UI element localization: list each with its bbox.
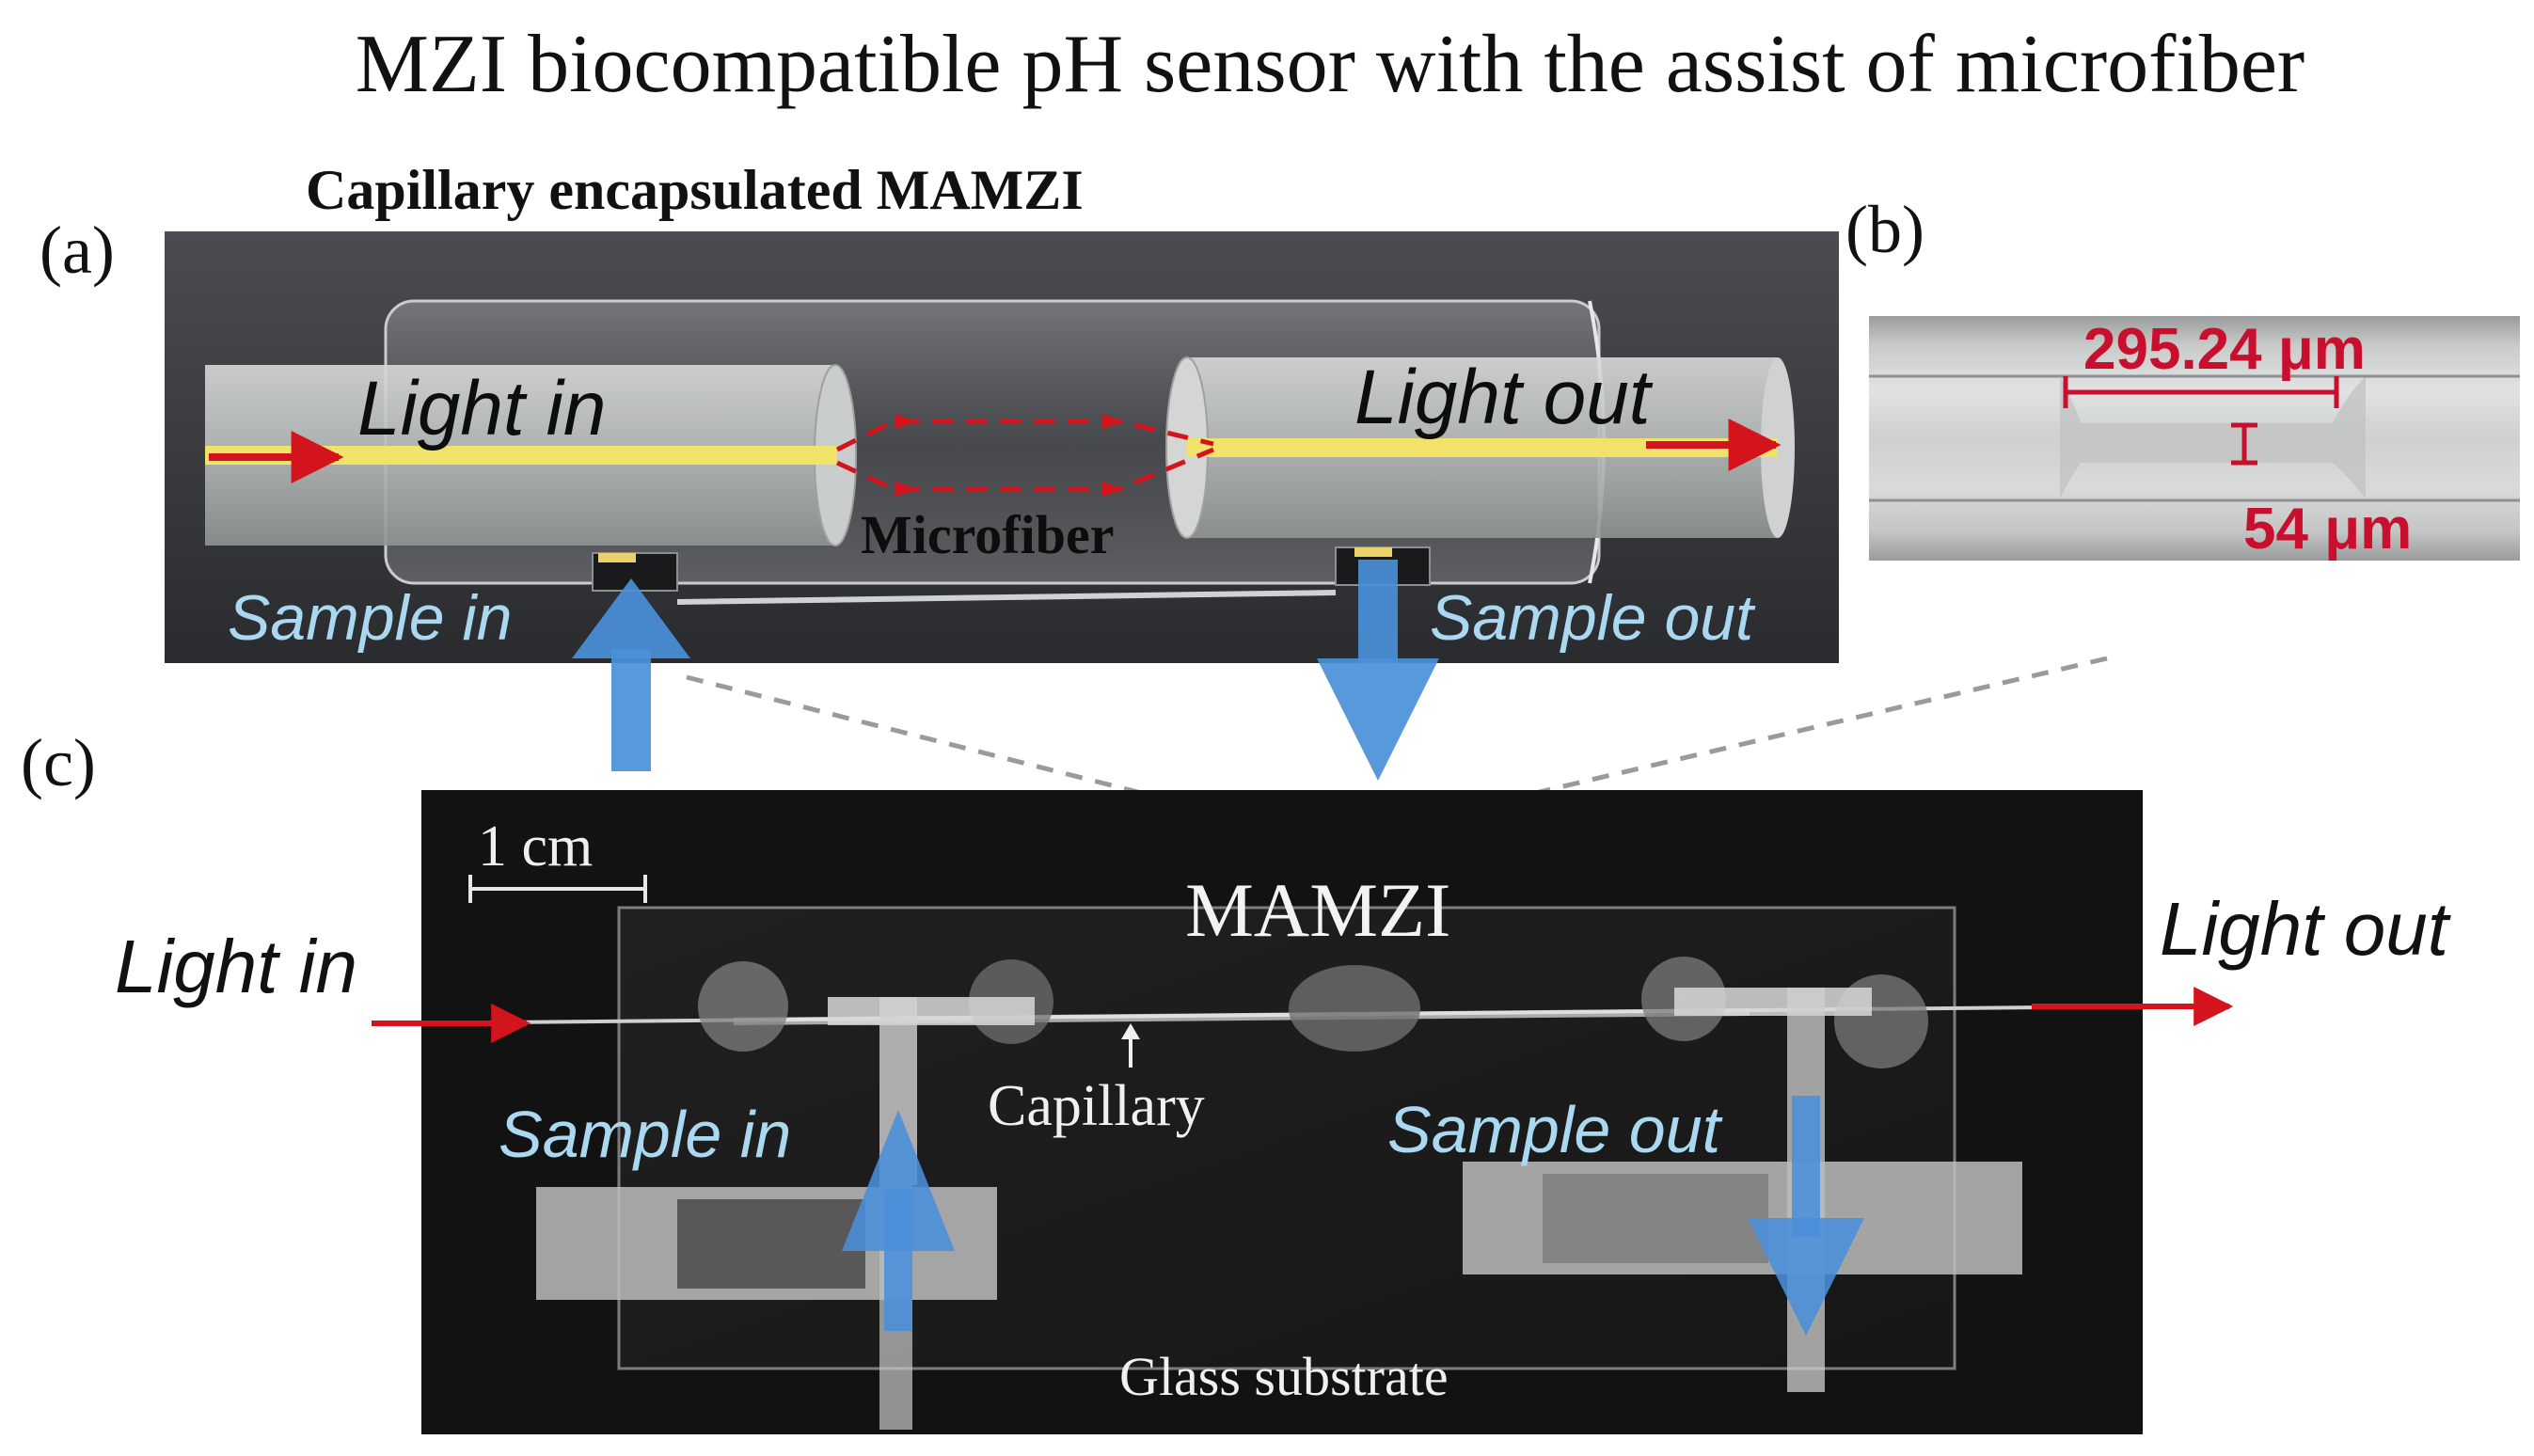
inlet-port-highlight (598, 553, 636, 562)
capillary-pointer-head (1121, 1023, 1140, 1039)
microfiber-path-lower (835, 447, 1214, 492)
microfiber-arrowhead-2 (895, 482, 917, 497)
center-spot (1289, 965, 1420, 1052)
panel-a: (a) Capillary encapsulated MAMZI (40, 159, 1839, 663)
flow-up-connector-shaft (611, 649, 651, 771)
flow-down-connector-shaft (1358, 560, 1398, 663)
flow-down-c-shaft (1792, 1096, 1820, 1237)
zoom-line-right (1466, 656, 2108, 812)
flow-up-connector-head (572, 578, 690, 658)
scale-label: 1 cm (478, 815, 593, 878)
substrate-label: Glass substrate (1119, 1346, 1449, 1407)
outlet-port-highlight (1354, 547, 1392, 557)
panel-a-header: Capillary encapsulated MAMZI (306, 159, 1084, 221)
flow-down-c-head (1748, 1218, 1864, 1336)
capillary-label: Capillary (988, 1074, 1205, 1138)
sample-out-label-c: Sample out (1387, 1093, 1723, 1166)
figure-title: MZI biocompatible pH sensor with the ass… (356, 19, 2304, 110)
microfiber-arrowhead-4 (1102, 482, 1124, 497)
panel-c: (c) 1 cm MAMZI (21, 725, 2451, 1434)
flow-arrows (572, 560, 1864, 1336)
microfiber-arrowhead-1 (895, 414, 917, 429)
panel-c-tag: (c) (21, 725, 96, 800)
sample-in-label-c: Sample in (499, 1098, 791, 1171)
zoom-line-left (686, 674, 1205, 812)
microfiber-arrowhead-3 (1102, 414, 1124, 429)
panel-b-tag: (b) (1845, 192, 1924, 267)
tape-right-inner (1543, 1174, 1768, 1263)
right-fiber-core (1187, 438, 1778, 457)
tape-left-inner (677, 1199, 865, 1289)
microfiber-path-upper (835, 419, 1214, 452)
t-junction-left (828, 997, 1035, 1025)
light-out-label-c: Light out (2160, 887, 2451, 971)
device-label: MAMZI (1185, 867, 1450, 953)
length-label: 295.24 μm (2083, 317, 2366, 382)
width-label: 54 μm (2243, 497, 2412, 562)
light-in-label-a: Light in (357, 366, 606, 451)
sem-taper (2060, 376, 2366, 499)
light-in-label-c: Light in (115, 925, 357, 1008)
panel-a-tag: (a) (40, 213, 115, 288)
flow-down-connector-head (1317, 658, 1439, 781)
light-out-label-a: Light out (1354, 355, 1654, 440)
sample-out-label-a: Sample out (1430, 582, 1756, 654)
bottom-channel (676, 590, 1337, 605)
panel-b: (b) 295.24 μm 54 μm (1845, 192, 2520, 562)
epoxy-dot-1 (698, 961, 788, 1052)
left-fiber-core (205, 446, 837, 465)
microfiber-label: Microfiber (861, 504, 1114, 565)
t-junction-right (1674, 988, 1872, 1016)
flow-up-c-head (842, 1110, 955, 1251)
sample-in-label-a: Sample in (228, 582, 512, 654)
